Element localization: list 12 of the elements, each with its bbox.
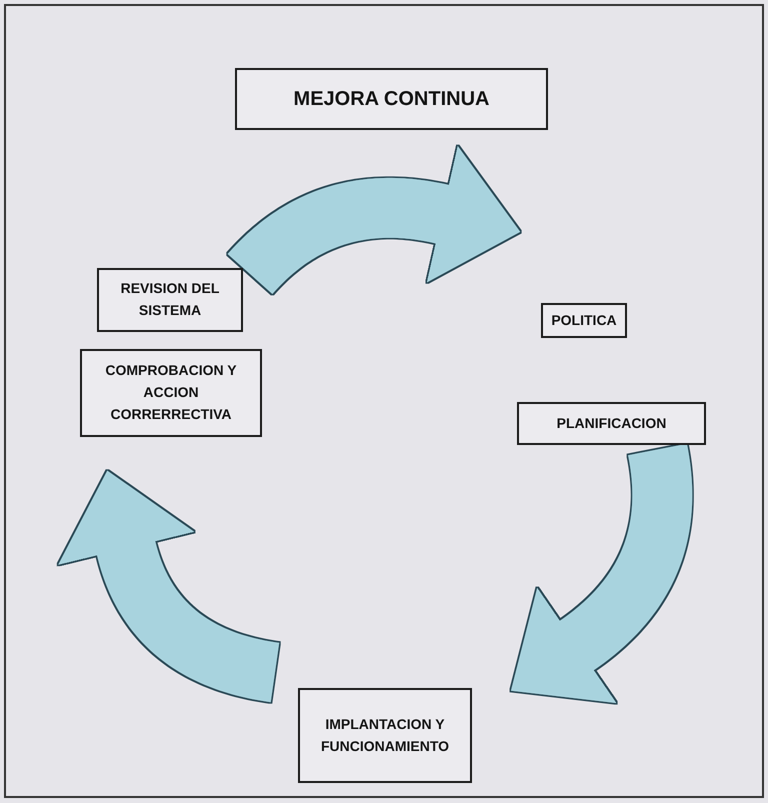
- label-box: [517, 402, 706, 445]
- box-label: PLANIFICACION: [556, 414, 666, 433]
- label-box: [235, 68, 548, 130]
- box-label: IMPLANTACION Y FUNCIONAMIENTO: [320, 714, 450, 756]
- label-box: [97, 268, 243, 332]
- label-box: [80, 349, 262, 437]
- box-label: POLITICA: [551, 310, 617, 330]
- box-label: MEJORA CONTINUA: [294, 86, 490, 112]
- label-box: [541, 303, 627, 338]
- label-box: [298, 688, 472, 783]
- box-label: COMPROBACION Y ACCION CORRERRECTIVA: [104, 361, 238, 424]
- box-label: REVISION DEL SISTEMA: [120, 279, 220, 320]
